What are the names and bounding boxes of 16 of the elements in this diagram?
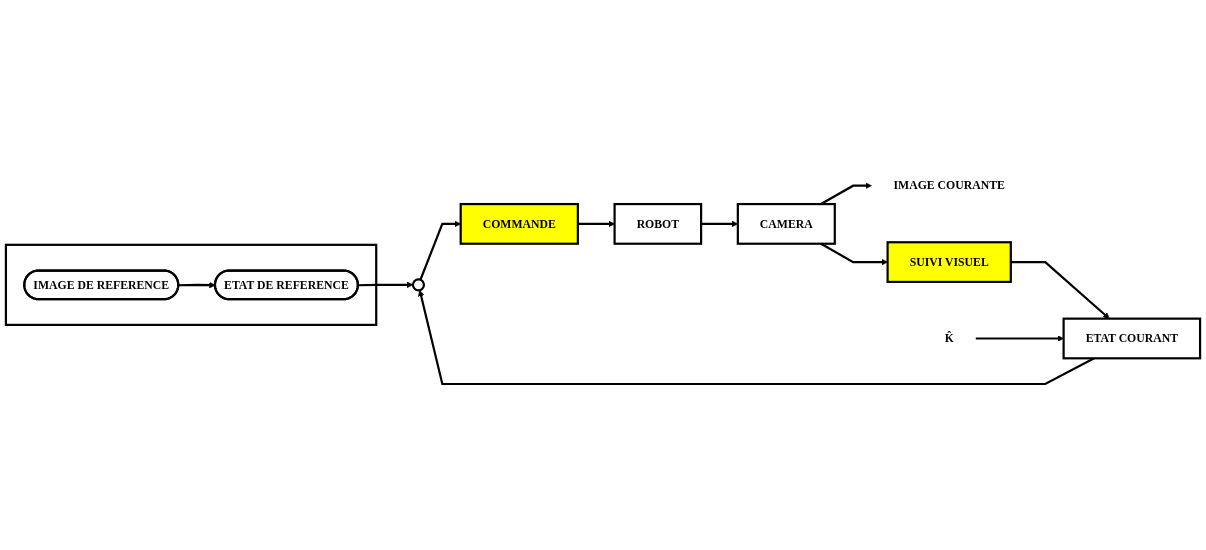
node-box: CAMERA — [736, 203, 836, 245]
arrow — [577, 220, 615, 228]
arrow — [358, 281, 414, 289]
node-text: IMAGE COURANTE — [893, 179, 1005, 192]
arrow — [1010, 261, 1110, 319]
cluster — [4, 243, 378, 327]
arrow — [417, 289, 1095, 386]
arrow — [419, 220, 461, 281]
node-box: ETAT COURANT — [1062, 317, 1202, 360]
node-circle — [411, 278, 426, 292]
node-box: ROBOT — [613, 203, 703, 245]
node-box: SUIVI VISUEL — [886, 241, 1012, 284]
node-text: K̂ — [944, 331, 954, 345]
arrow — [178, 281, 216, 289]
node-box: COMMANDE — [459, 203, 579, 245]
arrow — [975, 335, 1064, 342]
